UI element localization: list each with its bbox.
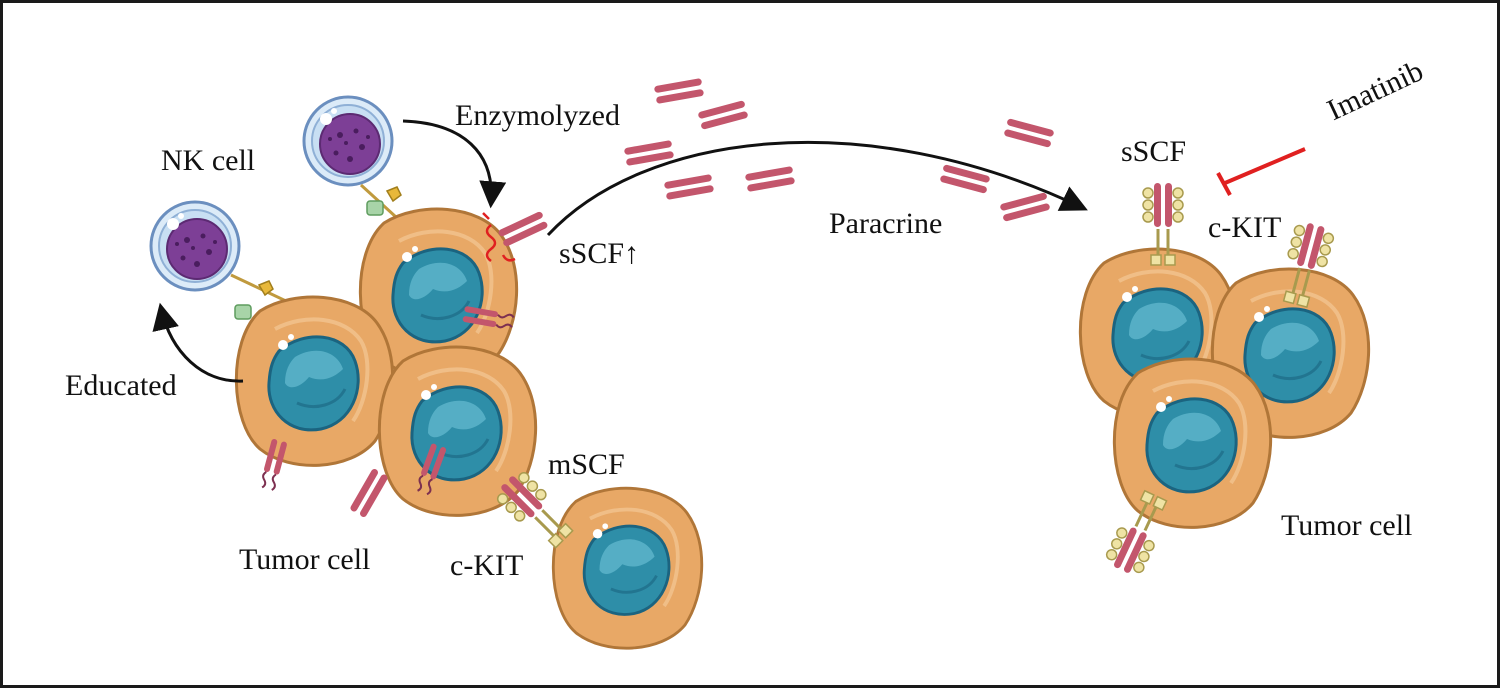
educated-arrow: [152, 302, 244, 383]
label-mscf: mSCF: [548, 448, 625, 481]
label-ckit-right: c-KIT: [1208, 211, 1282, 244]
label-nk-cell: NK cell: [161, 144, 256, 177]
enzymolyzed-arrow: [402, 119, 507, 209]
label-sscf-right: sSCF: [1121, 135, 1187, 168]
label-tumor-cell-right: Tumor cell: [1281, 509, 1413, 542]
label-sscf-up: sSCF↑: [559, 237, 640, 270]
label-educated: Educated: [65, 369, 177, 402]
free-sscf-left: [349, 467, 389, 519]
diagram-art: [149, 77, 1371, 651]
tumor-cell-left-mid: [234, 295, 395, 468]
label-ckit-left: c-KIT: [450, 549, 524, 582]
label-tumor-cell-left: Tumor cell: [239, 543, 371, 576]
label-paracrine: Paracrine: [829, 207, 943, 240]
nk-cell-left: [149, 200, 241, 292]
imatinib-inhibition: [1216, 147, 1306, 196]
sscf-release-site: [482, 210, 549, 262]
nk-cell-top: [302, 95, 394, 187]
tumor-cell-right-front: [1112, 357, 1273, 530]
free-sscf-cloud: [623, 77, 1055, 222]
label-enzymolyzed: Enzymolyzed: [455, 99, 620, 132]
paracrine-arrow: [546, 140, 1088, 237]
tumor-cell-left-bottom: [551, 486, 704, 651]
